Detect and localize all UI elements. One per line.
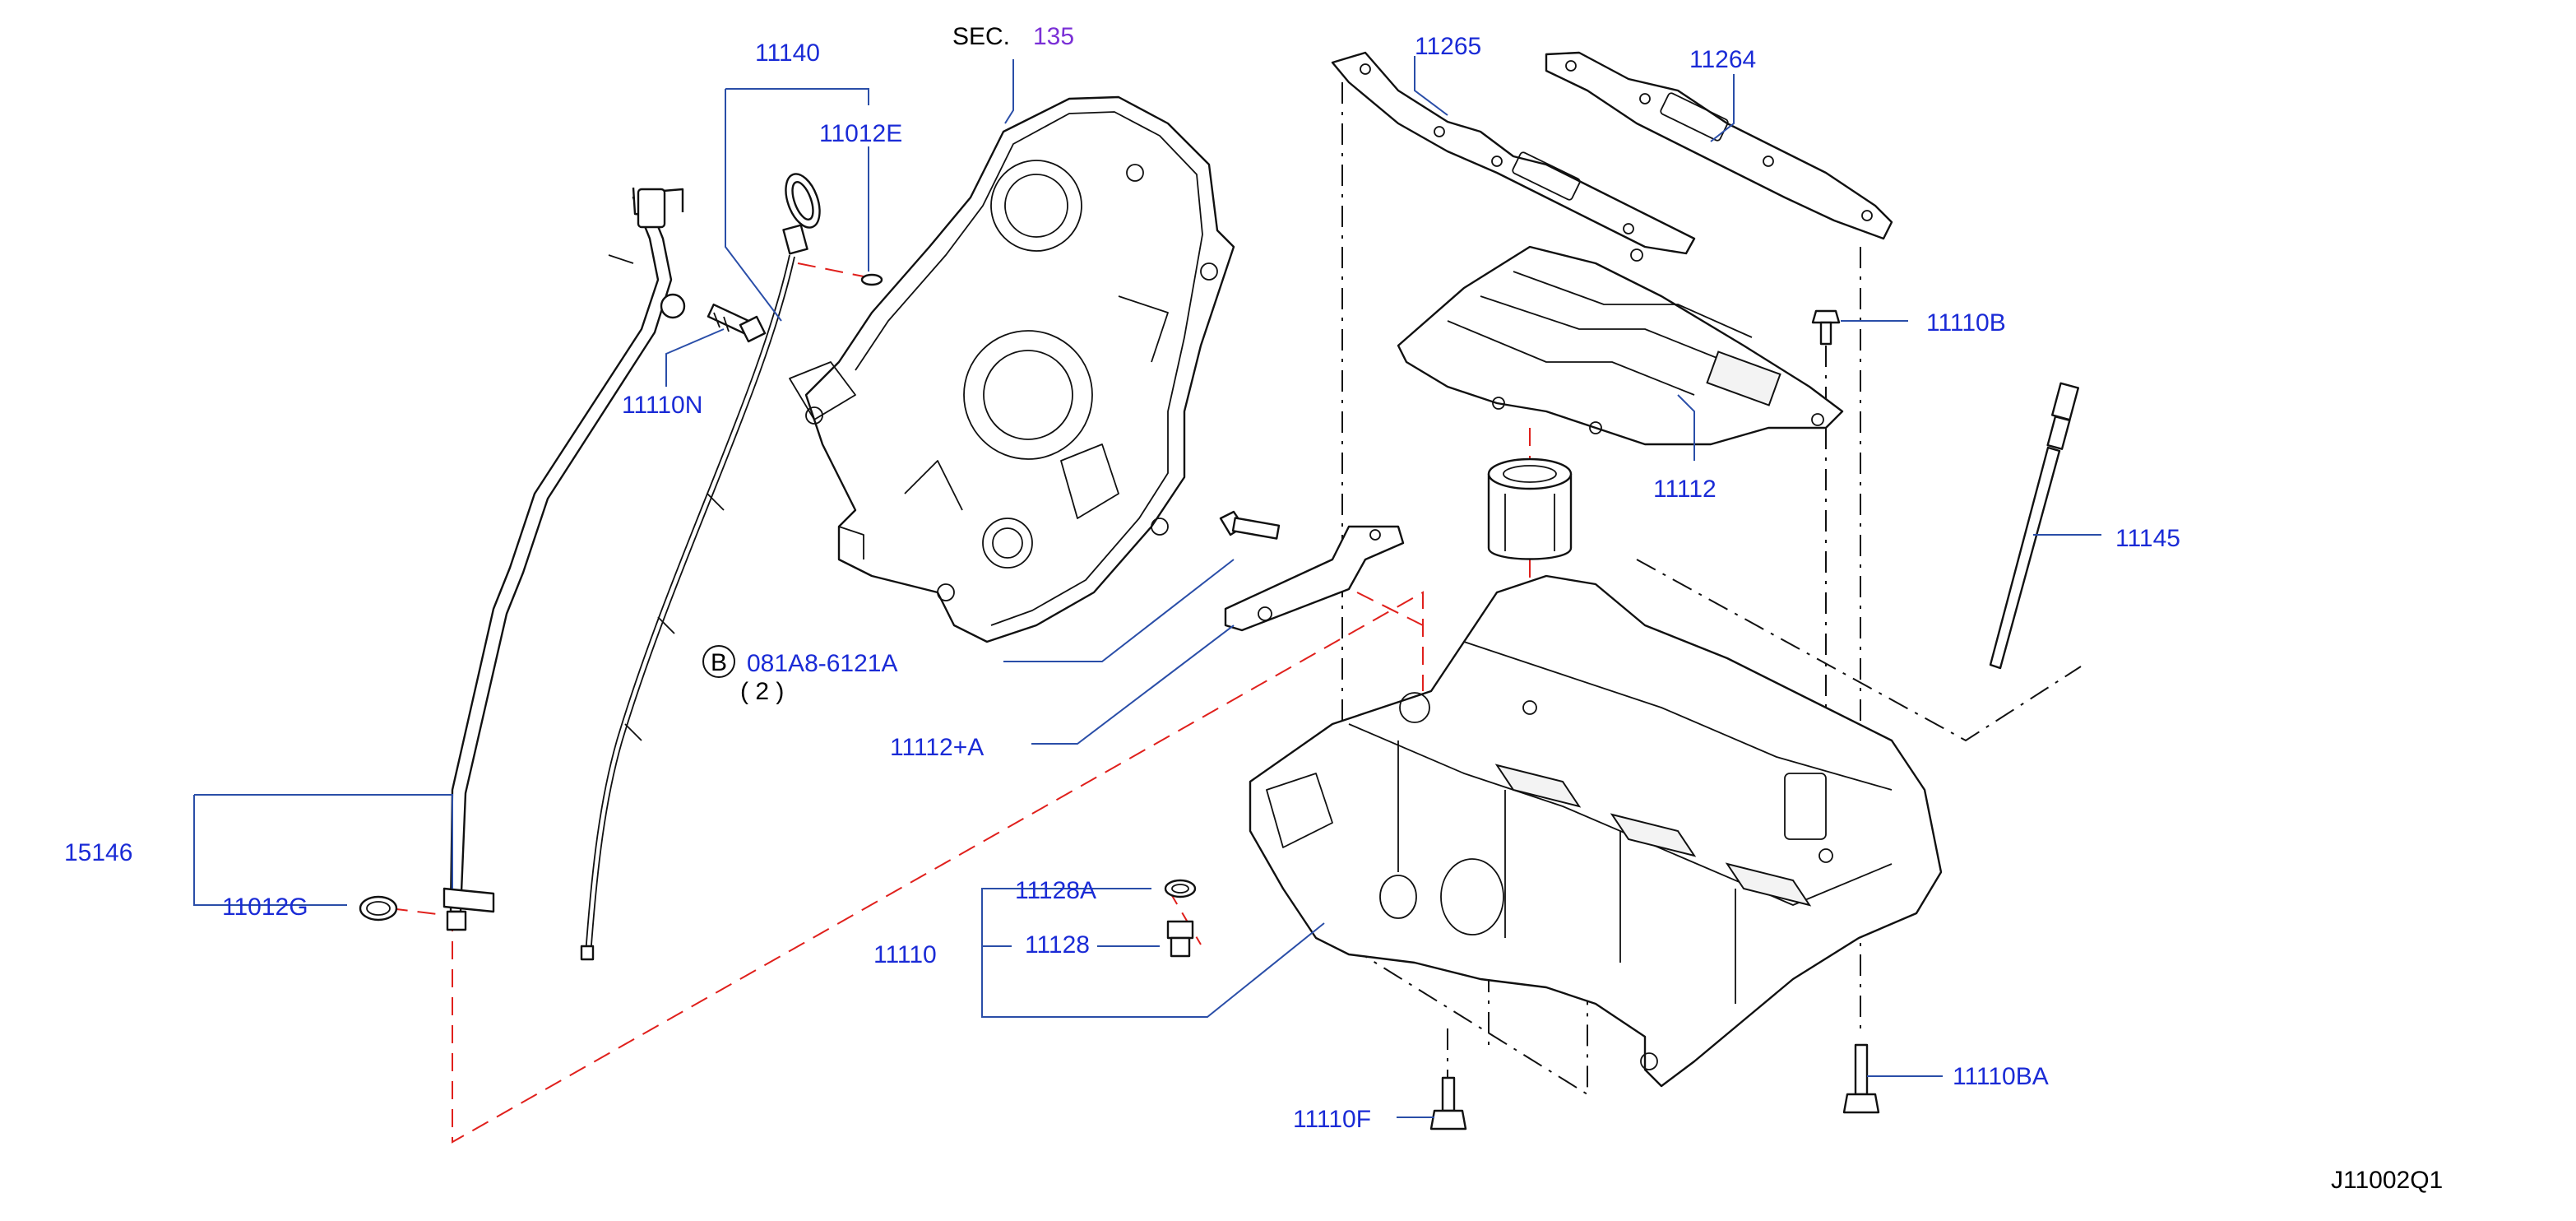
red-assembly-line-drain — [1167, 888, 1202, 945]
part-label-11110b[interactable]: 11110B — [1926, 309, 2006, 337]
oil-level-dipstick — [580, 173, 821, 961]
part-label-15146[interactable]: 15146 — [64, 839, 132, 866]
part-label-11128a[interactable]: 11128A — [1015, 877, 1096, 904]
dipstick-guide-outline — [1636, 559, 2082, 742]
red-assembly-line-oring — [797, 262, 873, 279]
gasket-11265 — [1331, 51, 1696, 255]
bolt-11110n — [707, 303, 767, 343]
part-label-11264[interactable]: 11264 — [1689, 46, 1756, 73]
bolt-quantity: ( 2 ) — [740, 678, 784, 705]
part-label-11110f[interactable]: 11110F — [1293, 1106, 1371, 1133]
baffle-plate-11112 — [1397, 245, 1844, 446]
gasket-11012g — [359, 895, 398, 922]
part-label-11012g[interactable]: 11012G — [222, 894, 308, 921]
red-assembly-line-bracket — [1356, 592, 1424, 626]
dipstick-o-ring — [860, 273, 883, 286]
part-label-11145[interactable]: 11145 — [2115, 525, 2180, 552]
bracket-11112a — [1224, 525, 1405, 632]
bolt-11110f — [1429, 1076, 1467, 1130]
lower-frame-outline — [1348, 856, 1588, 1096]
bolt-081a8-6121a — [1219, 510, 1281, 540]
bolt-symbol-letter: B — [711, 649, 727, 676]
part-label-11012e[interactable]: 11012E — [819, 120, 902, 147]
section-number-link[interactable]: 135 — [1033, 23, 1074, 50]
bolt-11110b — [1811, 309, 1841, 346]
part-label-081a8-6121a[interactable]: 081A8-6121A — [747, 650, 898, 677]
bolt-reference-callout[interactable]: B 081A8-6121A ( 2 ) — [702, 645, 898, 705]
part-label-11110ba[interactable]: 11110BA — [1953, 1063, 2049, 1090]
part-label-11110n[interactable]: 11110N — [622, 392, 702, 419]
drain-plug-11128 — [1166, 920, 1194, 958]
part-label-11128[interactable]: 11128 — [1025, 931, 1090, 959]
lower-block-11110 — [1249, 574, 1943, 1088]
bolt-symbol-circle — [702, 645, 735, 678]
leader-lines — [193, 56, 2101, 1118]
part-label-11112a[interactable]: 11112+A — [890, 734, 984, 761]
timing-chain-cover — [789, 95, 1235, 643]
part-label-11265[interactable]: 11265 — [1415, 33, 1481, 60]
part-label-11140[interactable]: 11140 — [755, 39, 820, 67]
drawing-code: J11002Q1 — [2331, 1167, 2443, 1194]
bolt-11110ba — [1842, 1043, 1880, 1114]
dipstick-guide-tube — [442, 187, 686, 931]
part-label-11110[interactable]: 11110 — [873, 941, 937, 968]
dipstick-11145 — [1989, 382, 2080, 670]
red-assembly-line-dipstick — [452, 591, 1424, 1144]
part-label-11112[interactable]: 11112 — [1653, 476, 1717, 503]
oil-strainer — [1487, 457, 1573, 560]
washer-11128a — [1164, 879, 1197, 898]
section-prefix-label: SEC. — [952, 23, 1010, 50]
